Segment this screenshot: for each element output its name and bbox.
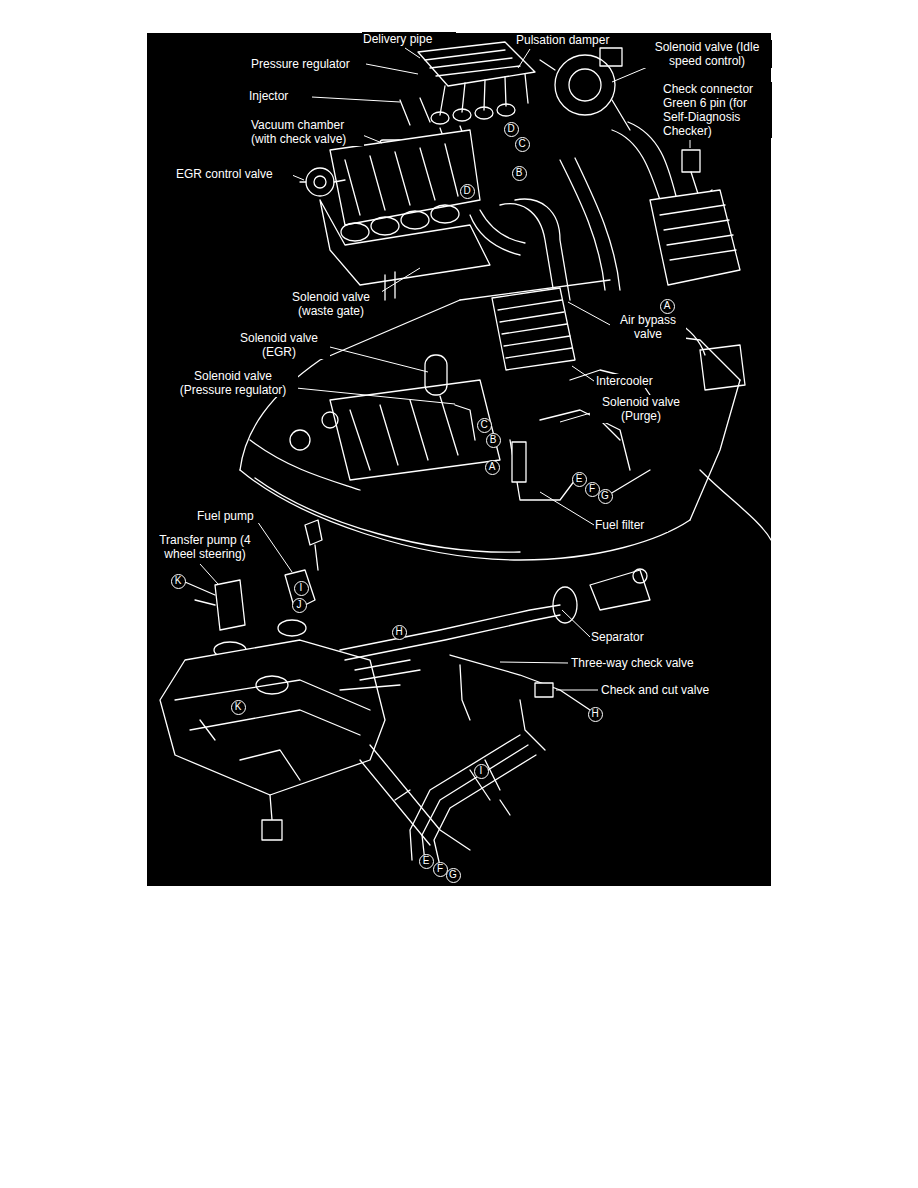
callout-circle: G xyxy=(446,868,461,883)
part-label: EGR control valve xyxy=(175,167,293,181)
callout-letter: B xyxy=(490,435,497,445)
callout-letter: B xyxy=(516,168,523,178)
part-label: Solenoid valve (EGR) xyxy=(228,331,330,359)
callout-letter: G xyxy=(601,491,609,501)
callout-circle: H xyxy=(392,625,407,640)
callout-circle: B xyxy=(486,433,501,448)
part-label: Solenoid valve (waste gate) xyxy=(280,290,382,318)
callout-circle: A xyxy=(660,299,675,314)
callout-circle: J xyxy=(292,598,307,613)
callout-letter: A xyxy=(664,301,671,311)
callout-circle: H xyxy=(588,707,603,722)
callout-letter: I xyxy=(480,766,483,776)
callout-circle: D xyxy=(460,184,475,199)
callout-circle: C xyxy=(515,137,530,152)
callout-letter: C xyxy=(518,139,525,149)
callout-circle: B xyxy=(512,166,527,181)
callout-circle: A xyxy=(485,460,500,475)
callout-circle: E xyxy=(419,854,434,869)
part-label: Fuel filter xyxy=(594,518,668,532)
part-label: Check connector Green 6 pin (for Self-Di… xyxy=(662,82,772,138)
part-label: Vacuum chamber (with check valve) xyxy=(250,118,364,146)
illustration-strokes xyxy=(160,42,771,866)
part-label: Air bypass valve xyxy=(610,313,686,341)
callout-circle: E xyxy=(572,472,587,487)
callout-circle: I xyxy=(474,764,489,779)
part-label: Pulsation damper xyxy=(515,33,629,47)
callout-letter: K xyxy=(235,702,242,712)
callout-letter: J xyxy=(297,600,302,610)
part-label: Injector xyxy=(248,89,312,103)
callout-circle: D xyxy=(504,122,519,137)
callout-letter: D xyxy=(507,124,514,134)
part-label: Intercooler xyxy=(595,374,673,388)
callout-letter: E xyxy=(576,474,583,484)
callout-letter: D xyxy=(463,186,470,196)
part-label: Solenoid valve (Purge) xyxy=(590,395,692,423)
callout-circle: C xyxy=(477,418,492,433)
callout-letter: C xyxy=(480,420,487,430)
callout-letter: F xyxy=(437,864,443,874)
part-label: Separator xyxy=(590,630,664,644)
callout-letter: E xyxy=(423,856,430,866)
callout-letter: I xyxy=(300,583,303,593)
callout-letter: G xyxy=(449,870,457,880)
callout-circle: I xyxy=(294,581,309,596)
callout-circle: G xyxy=(598,489,613,504)
part-label: Pressure regulator xyxy=(250,57,366,71)
callout-letter: A xyxy=(489,462,496,472)
callout-letter: H xyxy=(395,627,402,637)
part-label: Check and cut valve xyxy=(600,683,737,697)
part-label: Three-way check valve xyxy=(570,656,727,670)
callout-letter: K xyxy=(175,576,182,586)
part-label: Solenoid valve (Idle speed control) xyxy=(642,40,772,68)
part-label: Delivery pipe xyxy=(362,32,456,46)
callout-letter: F xyxy=(589,484,595,494)
part-label: Solenoid valve (Pressure regulator) xyxy=(168,369,298,397)
callout-letter: H xyxy=(591,709,598,719)
callout-circle: K xyxy=(231,700,246,715)
callout-circle: K xyxy=(171,574,186,589)
black-ground xyxy=(147,33,771,886)
part-label: Fuel pump xyxy=(196,509,276,523)
part-label: Transfer pump (4 wheel steering) xyxy=(150,533,260,561)
